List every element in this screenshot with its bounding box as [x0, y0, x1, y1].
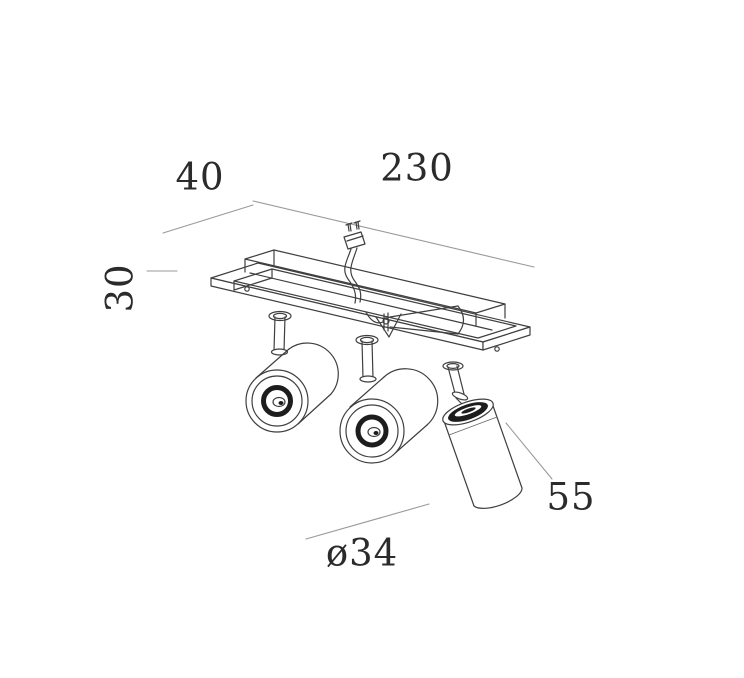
spot-left-body-bottom [297, 393, 332, 425]
spring-bracket [365, 305, 465, 338]
connector-seam [346, 235, 364, 242]
spot-middle-body-bottom [392, 424, 428, 456]
dimension-label-spot-length-55: 55 [546, 475, 596, 519]
dim-line-dia34 [305, 503, 430, 540]
collar-right-link [455, 397, 463, 405]
bracket-end-curve [457, 305, 465, 335]
spot-left-lens-dot [278, 401, 284, 405]
dimension-label-height-30: 30 [98, 263, 142, 313]
housing-channel [244, 249, 506, 327]
stem-left-a [273, 316, 276, 352]
connector-pin-cap-1 [345, 222, 353, 226]
stem-middle-a [361, 340, 364, 379]
connector-pin-4 [357, 221, 360, 230]
trim-ring-left-inner [272, 312, 288, 320]
spot-middle-face [339, 398, 405, 464]
bracket-loop [382, 317, 390, 325]
collar-middle [359, 375, 377, 383]
bracket-arm-bottom [389, 326, 459, 335]
screw-right [494, 346, 500, 352]
spot-left-lens-ring [261, 385, 293, 417]
spot-right-bottom-cap [473, 487, 523, 509]
dim-line-55 [505, 422, 553, 480]
connector-pin-1 [347, 223, 350, 232]
dimension-lines [146, 200, 553, 540]
dimension-label-depth-40: 40 [175, 155, 225, 199]
trim-ring-right-inner [446, 363, 460, 370]
bracket-v-clip [375, 313, 402, 338]
spot-middle-bezel [345, 404, 399, 458]
spot-right-seam [448, 416, 498, 436]
spot-middle-lens-inner [367, 426, 381, 438]
spot-middle [339, 368, 439, 464]
screw-left [244, 286, 250, 292]
flange-right-end-face [482, 326, 531, 351]
dim-line-230 [252, 200, 535, 268]
spot-right-side-b [443, 420, 475, 507]
connector-pin-2 [349, 223, 352, 232]
spot-middle-body-top [349, 376, 385, 408]
fixture [210, 220, 531, 509]
trim-ring-middle-inner [359, 336, 375, 344]
spot-left-face [245, 369, 309, 433]
cable-line-b [350, 247, 362, 303]
stem-right-b [456, 365, 465, 395]
spot-middle-lens-ring [355, 414, 389, 448]
spot-left-body-top [255, 348, 290, 379]
spot-middle-body-back [383, 368, 439, 426]
spot-right-side-a [491, 402, 523, 489]
mounting-plate [210, 262, 531, 352]
spot-left [245, 342, 339, 433]
bracket-arm-top [389, 305, 459, 318]
dim-line-40 [162, 204, 254, 234]
connector-body [343, 231, 366, 250]
dimension-label-length-230: 230 [380, 146, 454, 190]
spot-right [442, 398, 523, 509]
dimension-label-diameter-34: ø34 [325, 531, 399, 575]
supply-cable [343, 220, 366, 304]
stem-left-b [283, 316, 286, 352]
recess-opening [233, 268, 517, 339]
spot-middle-lens-dot [373, 431, 379, 435]
spot-left-lens-inner [272, 396, 286, 408]
recess-left-wall-c [233, 277, 273, 291]
cable-line-a [344, 248, 357, 304]
spot-left-bezel [251, 375, 303, 427]
connector-pin-3 [355, 221, 358, 230]
spot-left-body-back [288, 342, 339, 395]
spot-right-lens-core [461, 407, 476, 414]
recess-ridge [249, 272, 493, 331]
connector-pin-cap-2 [353, 220, 361, 224]
collar-right [451, 391, 469, 401]
bracket-wire [365, 311, 384, 324]
stem-middle-b [371, 340, 374, 379]
